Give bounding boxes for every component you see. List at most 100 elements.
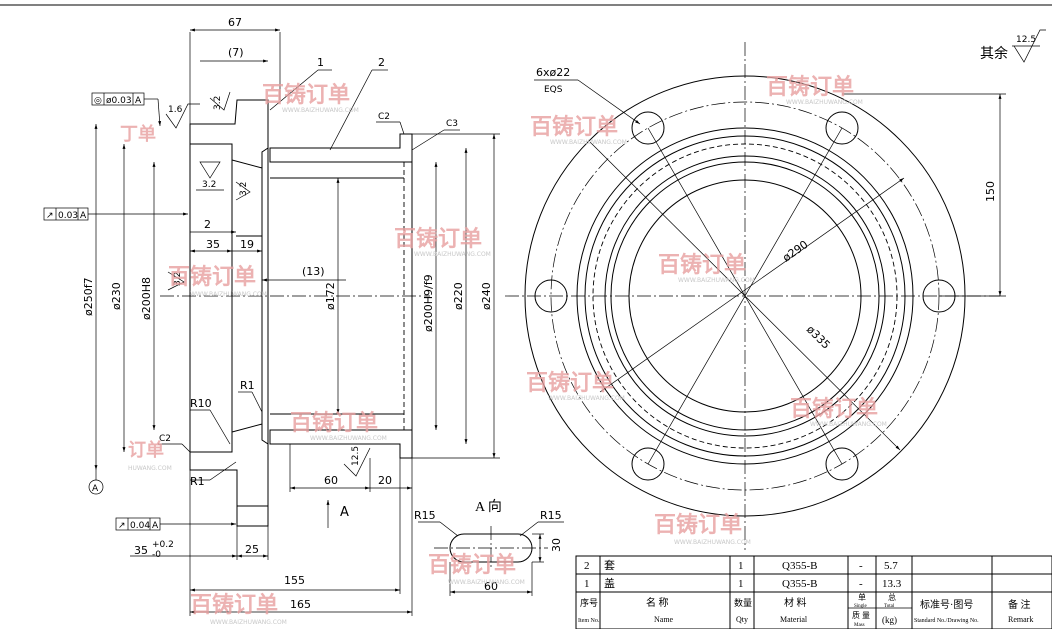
svg-text:百铸订单: 百铸订单 — [526, 370, 614, 396]
chamfer-c2-bot: C2 — [159, 434, 171, 444]
ring-circle-3 — [604, 155, 886, 437]
ring-circle-4 — [610, 161, 880, 431]
svg-text:百铸订单: 百铸订单 — [290, 410, 378, 436]
svg-text:Single: Single — [854, 604, 868, 609]
fcf-runout-2: ↗ 0.04 A — [115, 517, 236, 531]
svg-text:WWW.BAIZHUWANG.COM: WWW.BAIZHUWANG.COM — [210, 619, 287, 626]
bolt-hole — [631, 111, 665, 145]
roughness-symbol — [343, 447, 371, 477]
radius-r10: R10 — [190, 397, 212, 410]
dim-7: (7) — [228, 46, 244, 59]
svg-text:Standard No./Drawing No.: Standard No./Drawing No. — [914, 618, 979, 624]
svg-text:Mass: Mass — [854, 623, 865, 628]
balloon2-leader — [329, 69, 373, 151]
slot-dim-30: 30 — [550, 538, 563, 552]
svg-text:百铸订单: 百铸订单 — [658, 252, 746, 278]
svg-text:WWW.BAIZHUWANG.COM: WWW.BAIZHUWANG.COM — [414, 251, 491, 258]
radius-r1-top: R1 — [240, 379, 255, 392]
svg-text:百铸订单: 百铸订单 — [530, 114, 618, 140]
dim-phi200h8: ø200H8 — [140, 277, 153, 320]
bom-header-qty: 数量 — [734, 597, 752, 608]
bom-header-kg: (kg) — [882, 615, 897, 625]
bom-header-mass: 质 量 — [852, 610, 870, 620]
holes-callout: 6xø22 — [536, 66, 570, 79]
svg-text:WWW.BAIZHUWANG.COM: WWW.BAIZHUWANG.COM — [674, 539, 751, 546]
svg-text:Material: Material — [780, 615, 808, 624]
a-view: A 向 R15 R15 30 60 — [414, 499, 564, 596]
svg-text:↗: ↗ — [118, 521, 126, 531]
svg-text:百铸订单: 百铸订单 — [790, 396, 878, 422]
bom-header-std: 标准号·图号 — [920, 599, 973, 611]
dim-155: 155 — [284, 574, 305, 587]
dim-25: 25 — [245, 543, 259, 556]
dim-phi172: ø172 — [324, 282, 337, 310]
dim-60: 60 — [324, 474, 338, 487]
dim-67: 67 — [228, 16, 242, 29]
svg-text:百铸订单: 百铸订单 — [262, 82, 350, 108]
dim-phi290: ø290 — [780, 238, 810, 265]
watermark-fragment: 丁单 — [120, 123, 156, 145]
roughness-3-2-a: 3.2 — [213, 96, 223, 110]
svg-text:A: A — [152, 521, 159, 531]
dim-phi240: ø240 — [480, 282, 493, 310]
svg-text:百铸订单: 百铸订单 — [428, 552, 516, 578]
svg-text:订单: 订单 — [128, 439, 164, 461]
roughness-12-5: 12.5 — [351, 446, 361, 466]
dim-19: 19 — [240, 238, 254, 251]
balloon1-leader — [269, 69, 319, 111]
bom-row-1-total: 13.3 — [882, 578, 902, 590]
bom-row-1-single: - — [859, 578, 863, 590]
slot-dim-60: 60 — [484, 580, 498, 593]
svg-text:WWW.BAIZHUWANG.COM: WWW.BAIZHUWANG.COM — [810, 421, 887, 428]
dim-phi220: ø220 — [452, 282, 465, 310]
svg-text:HUWANG.COM: HUWANG.COM — [128, 465, 172, 472]
svg-text:百铸订单: 百铸订单 — [190, 592, 278, 618]
bom-table: 2 套 1 Q355-B - 5.7 1 盖 1 Q355-B - 13.3 序… — [575, 555, 1052, 629]
bom-header-remark: 备 注 — [1008, 598, 1031, 611]
svg-text:Total: Total — [884, 604, 895, 609]
ring-circle-1 — [576, 127, 914, 465]
svg-text:WWW.BAIZHUWANG.COM: WWW.BAIZHUWANG.COM — [448, 579, 525, 586]
dim-165: 165 — [290, 598, 311, 611]
svg-text:WWW.BAIZHUWANG.COM: WWW.BAIZHUWANG.COM — [678, 277, 755, 284]
bom-header-name: 名 称 — [646, 596, 669, 609]
roughness-symbol — [165, 103, 200, 129]
watermark-fragment: 订单 HUWANG.COM — [128, 439, 172, 472]
svg-text:百铸订单: 百铸订单 — [766, 74, 854, 100]
roughness-symbol — [209, 91, 231, 111]
svg-text:A: A — [135, 96, 142, 106]
bom-row-1-material: Q355-B — [782, 578, 817, 590]
svg-text:Remark: Remark — [1008, 615, 1033, 624]
roughness-3-2-d: 3.2 — [173, 272, 183, 286]
bom-row-2-single: - — [859, 560, 863, 572]
bom-header-material: 材 料 — [784, 596, 807, 609]
svg-text:Name: Name — [654, 615, 674, 624]
bom-row-2-no: 2 — [584, 560, 590, 572]
svg-text:百铸订单: 百铸订单 — [394, 226, 482, 252]
roughness-symbol — [199, 161, 221, 179]
svg-text:WWW.BAIZHUWANG.COM: WWW.BAIZHUWANG.COM — [282, 107, 359, 114]
svg-text:ø0.03: ø0.03 — [106, 96, 132, 106]
bom-header-single: 单 — [858, 592, 866, 602]
part1-lower-section — [189, 423, 269, 507]
dim-phi335: ø335 — [804, 323, 833, 352]
bom-header-no: 序号 — [580, 597, 598, 608]
svg-text:丁单: 丁单 — [120, 123, 156, 145]
bom-row-2-total: 5.7 — [884, 560, 898, 572]
radius-r1-bot: R1 — [190, 475, 205, 488]
roughness-3-2-b: 3.2 — [202, 180, 216, 190]
svg-text:0.03: 0.03 — [58, 211, 78, 221]
svg-text:WWW.BAIZHUWANG.COM: WWW.BAIZHUWANG.COM — [786, 99, 863, 106]
roughness-1-6: 1.6 — [168, 105, 183, 115]
balloon-2: 2 — [378, 56, 385, 69]
concentricity-icon: ◎ — [94, 96, 102, 106]
dim-phi250f7: ø250f7 — [82, 277, 95, 316]
roughness-note: 其余 12.5 — [980, 29, 1046, 63]
